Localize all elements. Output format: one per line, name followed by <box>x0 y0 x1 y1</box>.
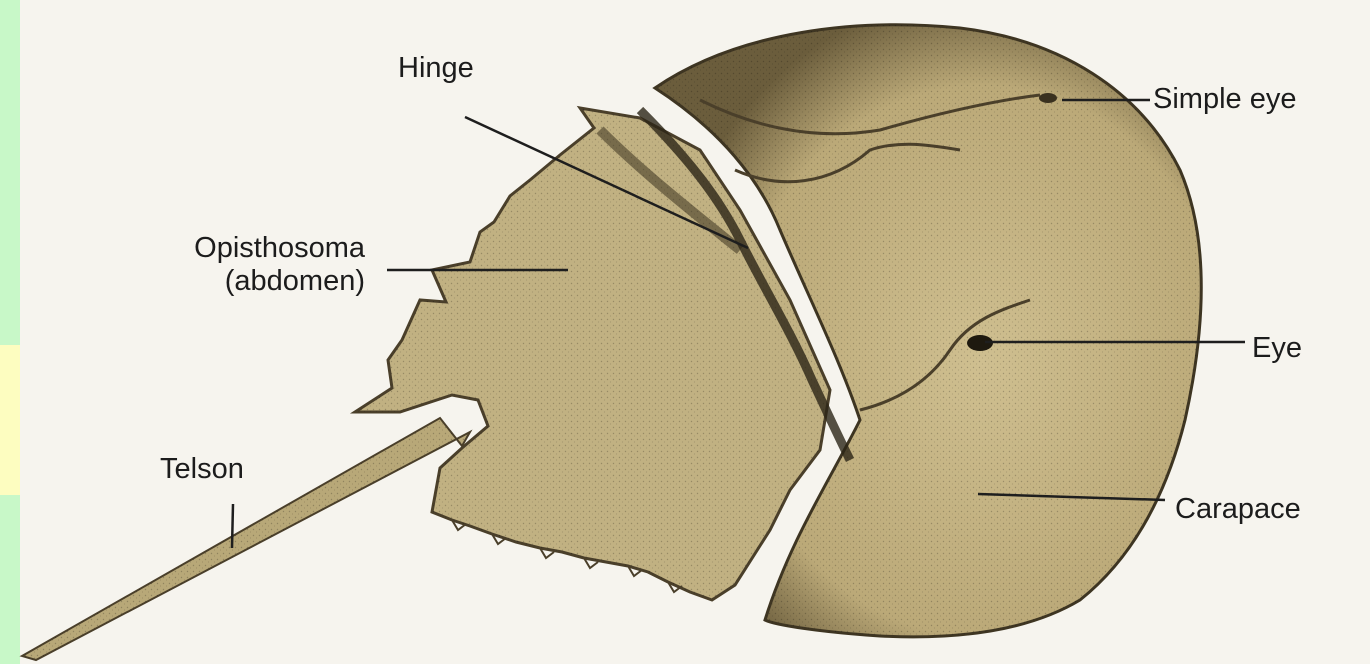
label-hinge: Hinge <box>398 52 474 85</box>
label-opisthosoma: Opisthosoma (abdomen) <box>100 232 365 298</box>
label-simple-eye: Simple eye <box>1153 83 1296 116</box>
simple-eye <box>1039 93 1057 103</box>
label-carapace: Carapace <box>1175 493 1301 526</box>
label-opisthosoma-line2: (abdomen) <box>100 265 365 298</box>
label-telson: Telson <box>160 453 244 486</box>
leader-line-telson <box>232 504 233 548</box>
label-eye: Eye <box>1252 332 1302 365</box>
label-opisthosoma-line1: Opisthosoma <box>100 232 365 265</box>
